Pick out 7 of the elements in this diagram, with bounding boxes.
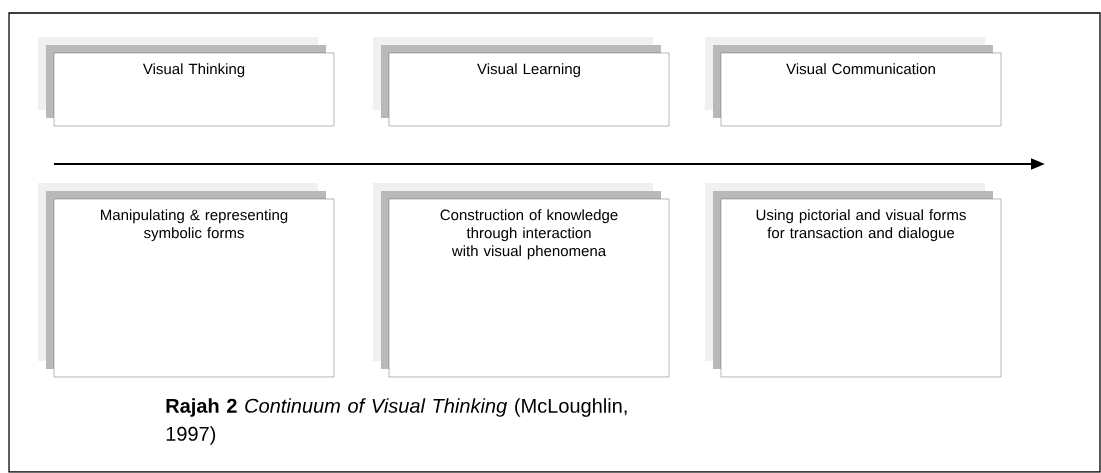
box: Construction of knowledge through interaction with visual phenomena	[373, 183, 670, 378]
caption: Rajah 2 Continuum of Visual Thinking (McLoughlin, 1997)	[166, 398, 627, 445]
box: Visual Thinking	[38, 37, 335, 127]
box: Visual Communication	[705, 37, 1002, 127]
box: Using pictorial and visual forms for transaction and dialogue	[705, 183, 1002, 378]
box: Manipulating & representing symbolic forms	[38, 183, 335, 378]
box: Visual Learning	[373, 37, 670, 127]
